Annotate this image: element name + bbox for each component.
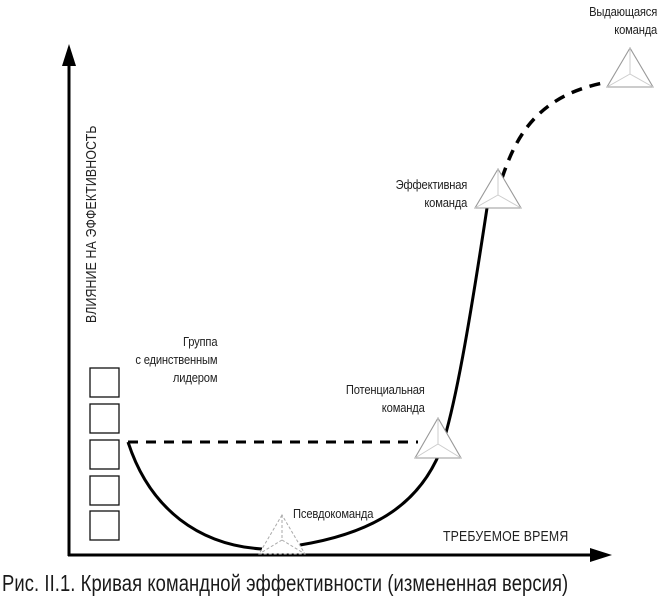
outstanding-team-label-line-2: команда <box>614 22 657 37</box>
effective-team-label-line-1: Эффективная <box>395 177 467 192</box>
effective-team-triangle-icon <box>474 167 522 209</box>
outstanding-team-triangle-icon <box>606 46 654 88</box>
pseudo-team-triangle-icon <box>258 514 306 555</box>
potential-team-triangle-icon <box>414 416 462 459</box>
group-squares-icon <box>89 367 120 541</box>
outstanding-team-label: Выдающаяся команда <box>589 3 657 39</box>
x-axis <box>68 548 612 562</box>
y-axis <box>62 44 76 556</box>
group-label-line-3: лидером <box>172 370 218 385</box>
y-axis-arrow-icon <box>62 44 76 66</box>
performance-curve-dashed <box>500 80 609 179</box>
group-label-line-2: с единственным <box>134 352 217 367</box>
y-axis-label: ВЛИЯНИЕ НА ЭФФЕКТИВНОСТЬ <box>83 125 100 323</box>
effective-team-label: Эффективная команда <box>395 176 467 212</box>
x-axis-label: ТРЕБУЕМОЕ ВРЕМЯ <box>443 528 569 545</box>
potential-team-label-line-1: Потенциальная <box>346 382 425 397</box>
effective-team-label-line-2: команда <box>424 195 467 210</box>
potential-team-label-line-2: команда <box>382 400 425 415</box>
figure-caption: Рис. II.1. Кривая командной эффективност… <box>2 570 569 596</box>
group-label: Группа с единственным лидером <box>135 333 217 387</box>
pseudo-team-label-line-1: Псевдокоманда <box>292 506 373 521</box>
potential-team-label: Потенциальная команда <box>346 381 425 417</box>
group-label-line-1: Группа <box>182 334 218 349</box>
pseudo-team-label: Псевдокоманда <box>293 505 373 523</box>
outstanding-team-label-line-1: Выдающаяся <box>588 4 657 19</box>
x-axis-arrow-icon <box>590 548 612 562</box>
